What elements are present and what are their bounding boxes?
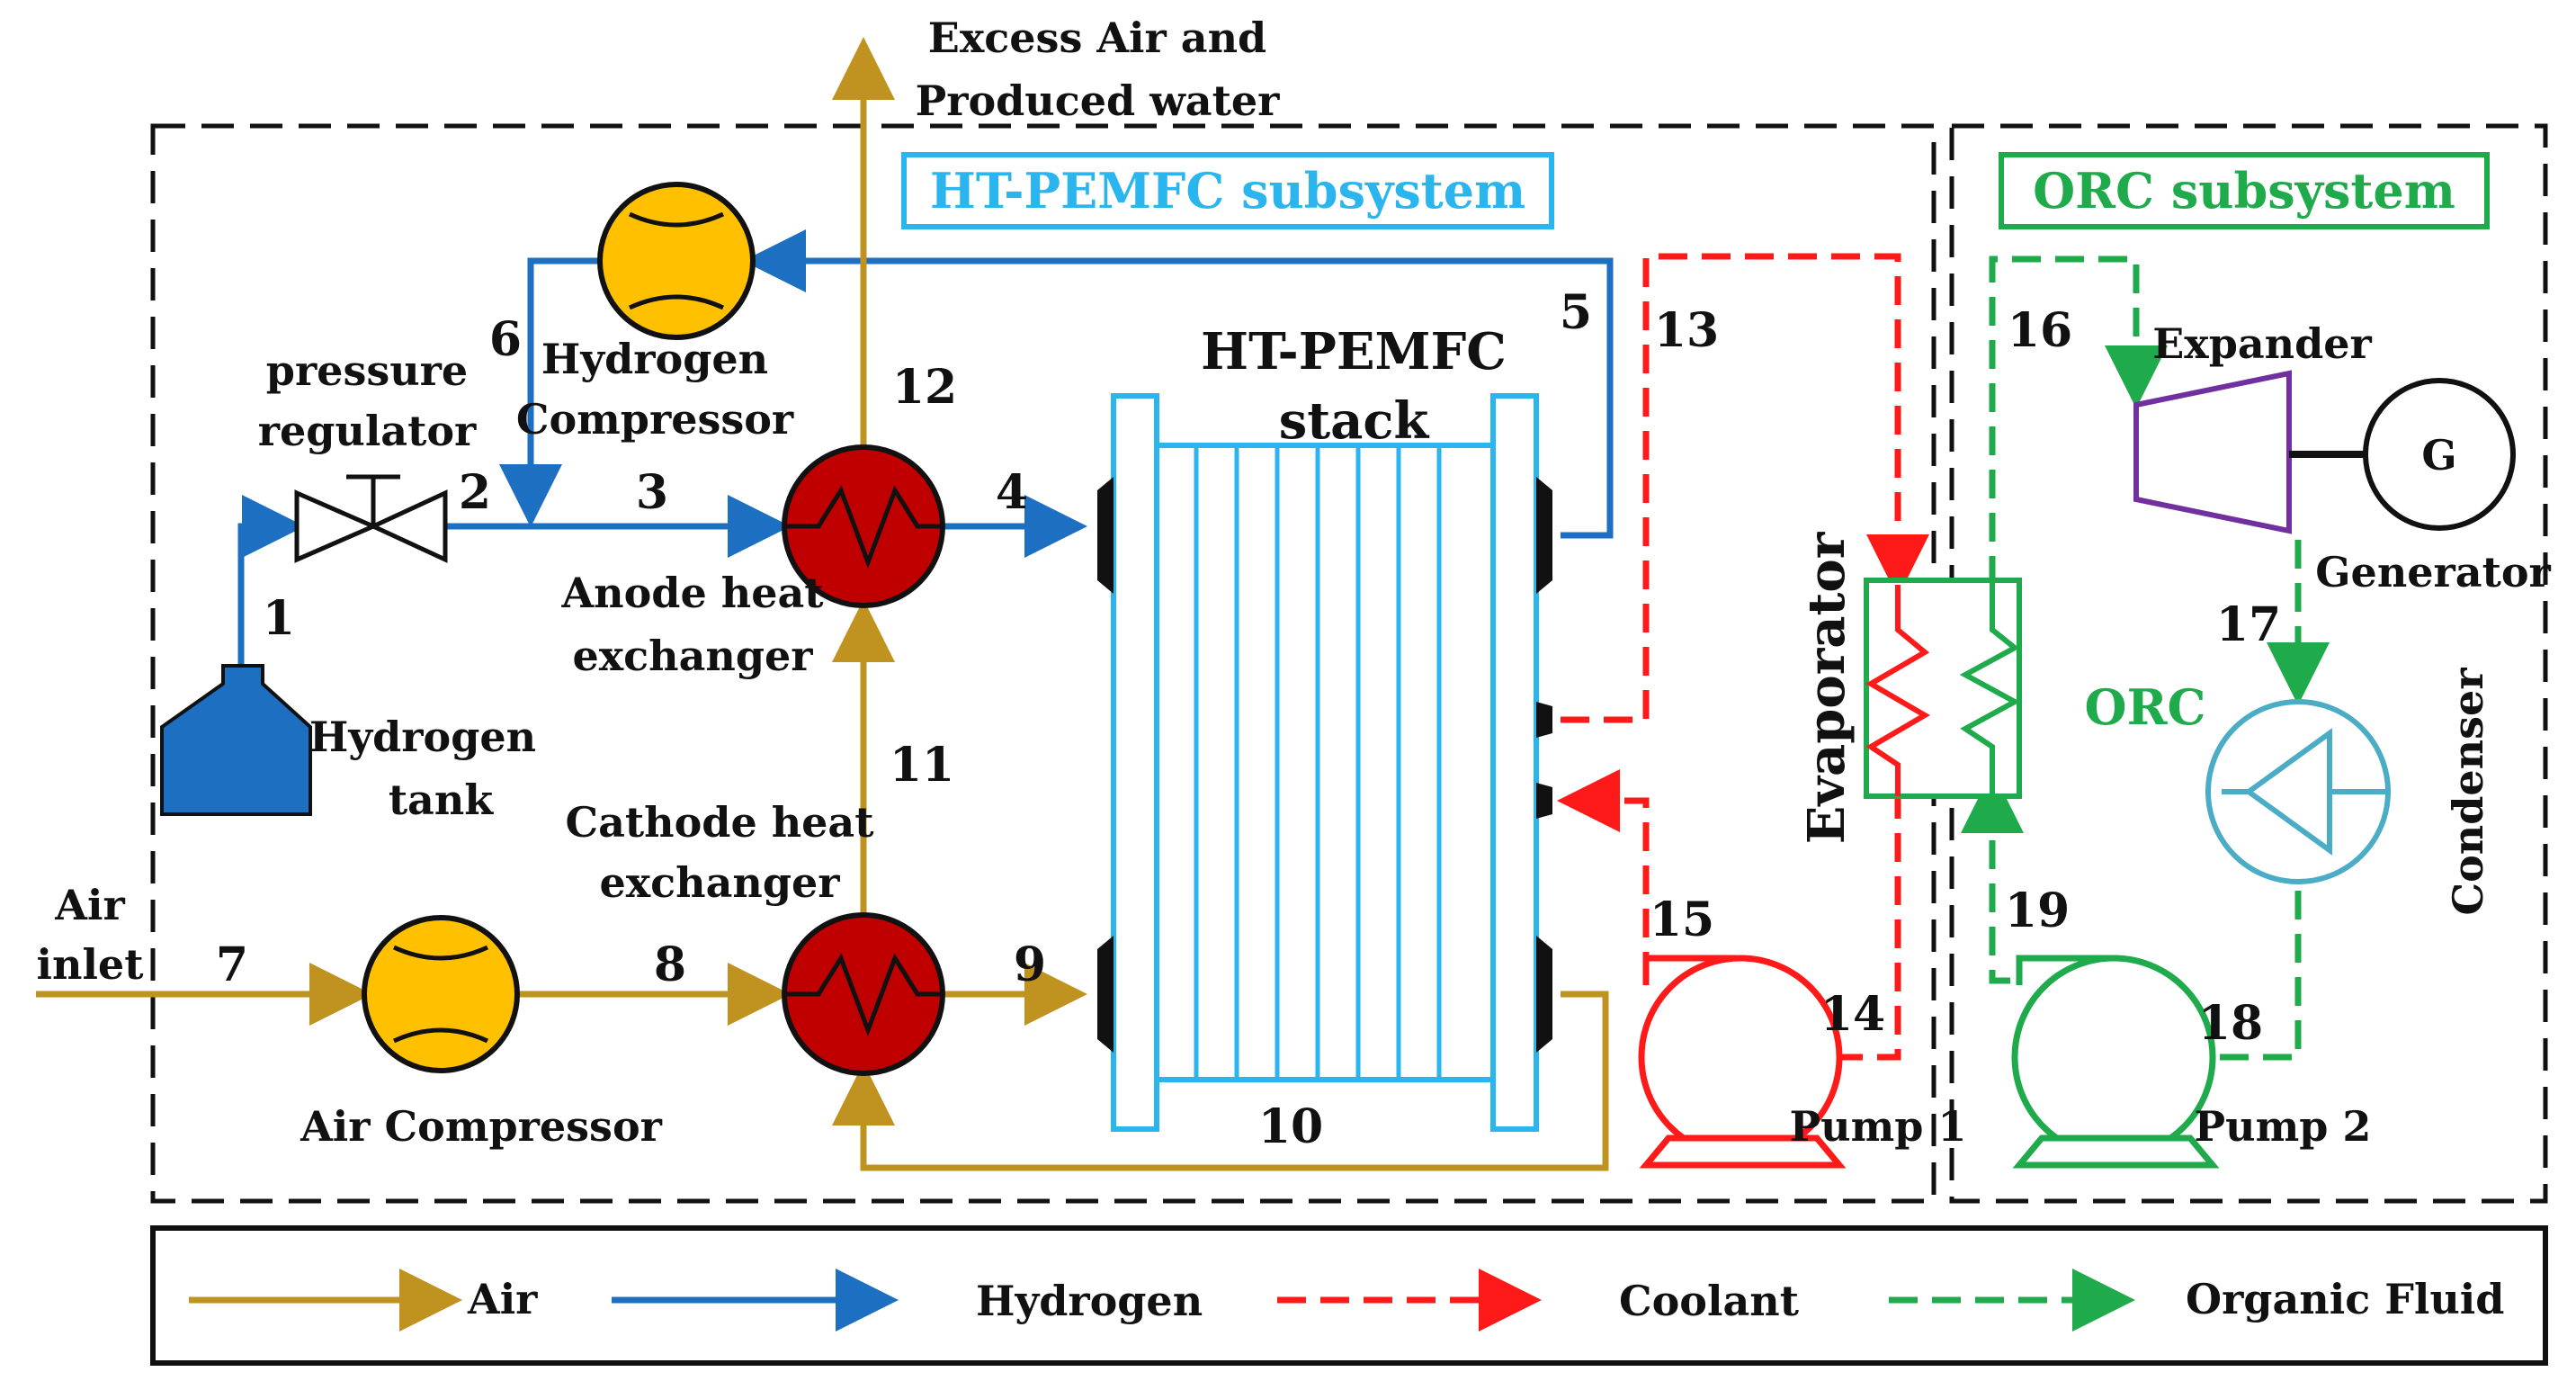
state-13: 13 xyxy=(1654,303,1719,358)
pressure-regulator-label-2: regulator xyxy=(258,407,477,455)
htpemfc-subsystem-box xyxy=(901,152,1554,229)
excess-air-label-2: Produced water xyxy=(916,76,1280,125)
coolant-line-15 xyxy=(1557,769,1650,981)
state-16: 16 xyxy=(2008,303,2072,358)
anode-heat-exchanger xyxy=(782,444,945,608)
state-1: 1 xyxy=(263,591,295,646)
organic-line-16 xyxy=(1989,256,2168,585)
legend-organic-label: Organic Fluid xyxy=(2186,1275,2504,1323)
hydrogen-tank-label-1: Hydrogen xyxy=(309,713,536,761)
evaporator-label: Evaporator xyxy=(1797,531,1856,844)
stack-label-2: stack xyxy=(1279,391,1430,451)
stack-label-1: HT-PEMFC xyxy=(1201,322,1507,381)
orc-subsystem-label: ORC subsystem xyxy=(2033,162,2455,220)
pump-2-label: Pump 2 xyxy=(2195,1102,2372,1151)
evaporator xyxy=(1864,578,2022,799)
air-compressor xyxy=(362,915,520,1073)
hydrogen-line-1 xyxy=(237,495,305,666)
anode-hx-label-1: Anode heat xyxy=(560,569,824,617)
coolant-line-13 xyxy=(1561,253,1929,723)
generator-label: Generator xyxy=(2315,548,2551,596)
pressure-regulator-label-1: pressure xyxy=(266,346,468,395)
condenser-label: Condenser xyxy=(2444,668,2492,916)
state-12: 12 xyxy=(892,360,957,415)
hydrogen-compressor-label-1: Hydrogen xyxy=(541,335,768,383)
state-11: 11 xyxy=(890,738,954,793)
state-2: 2 xyxy=(459,465,491,520)
anode-hx-label-2: exchanger xyxy=(572,632,813,680)
legend-coolant-label: Coolant xyxy=(1619,1277,1800,1325)
excess-air-label-1: Excess Air and xyxy=(928,13,1266,62)
expander xyxy=(2133,370,2292,534)
state-10: 10 xyxy=(1258,1099,1323,1154)
state-8: 8 xyxy=(654,937,686,992)
state-4: 4 xyxy=(996,465,1028,520)
pump-1-label: Pump 1 xyxy=(1790,1102,1967,1151)
state-5: 5 xyxy=(1560,285,1592,340)
orc-label: ORC xyxy=(2085,678,2206,736)
hydrogen-line-5 xyxy=(743,229,1614,539)
htpemfc-subsystem-label: HT-PEMFC subsystem xyxy=(930,162,1525,220)
hydrogen-tank-label-2: tank xyxy=(389,776,494,824)
hydrogen-line-6 xyxy=(499,257,598,527)
condenser xyxy=(2205,699,2391,884)
cathode-hx-label-2: exchanger xyxy=(599,858,840,907)
hydrogen-tank xyxy=(160,664,312,816)
state-17: 17 xyxy=(2216,597,2281,652)
state-9: 9 xyxy=(1014,937,1046,992)
expander-label: Expander xyxy=(2152,319,2372,368)
state-19: 19 xyxy=(2005,883,2070,938)
legend-box xyxy=(150,1225,2548,1366)
cathode-heat-exchanger xyxy=(782,912,945,1076)
htpemfc-boundary xyxy=(150,123,1936,1204)
air-inlet-label-2: inlet xyxy=(37,940,145,989)
cathode-hx-label-1: Cathode heat xyxy=(565,798,874,847)
state-18: 18 xyxy=(2198,996,2263,1051)
state-7: 7 xyxy=(216,937,248,992)
state-14: 14 xyxy=(1820,987,1885,1042)
air-compressor-label: Air Compressor xyxy=(300,1102,663,1151)
state-6: 6 xyxy=(489,312,522,367)
air-inlet-label-1: Air xyxy=(54,881,125,929)
hydrogen-compressor xyxy=(597,182,756,340)
organic-line-19 xyxy=(1961,770,2024,984)
legend-hydrogen-label: Hydrogen xyxy=(976,1277,1203,1325)
htpemfc-stack xyxy=(1097,393,1552,1132)
pump-1 xyxy=(1638,955,1847,1169)
legend-air-label: Air xyxy=(467,1275,538,1323)
air-line-10 xyxy=(832,991,1609,1171)
pump-2 xyxy=(2011,955,2220,1169)
generator-symbol: G xyxy=(2421,431,2456,480)
state-15: 15 xyxy=(1650,892,1714,947)
pressure-regulator xyxy=(294,474,448,563)
generator xyxy=(2363,378,2516,531)
orc-subsystem-box xyxy=(1999,152,2490,229)
hydrogen-compressor-label-2: Compressor xyxy=(516,395,794,444)
state-3: 3 xyxy=(636,465,668,520)
